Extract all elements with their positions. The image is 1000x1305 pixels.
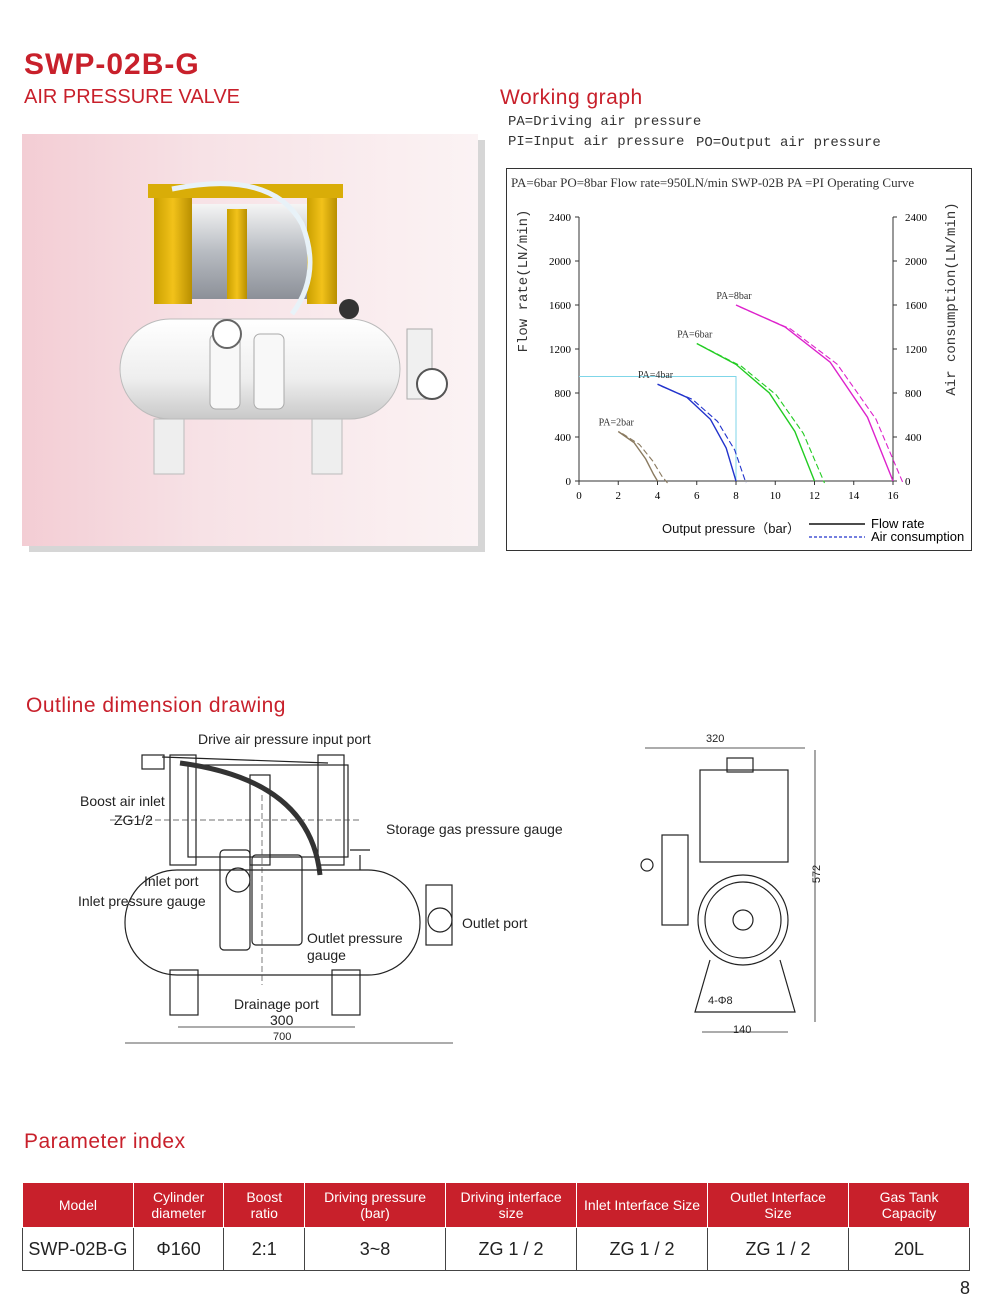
dim-300: 300 (270, 1012, 294, 1028)
x-tick-label: 16 (888, 490, 900, 502)
chart-title: PA=6bar PO=8bar Flow rate=950LN/min SWP-… (511, 175, 914, 190)
y-tick-label: 400 (555, 432, 572, 444)
cell-model: SWP-02B-G (22, 1227, 134, 1271)
x-tick-label: 0 (576, 490, 582, 502)
legend-line-po: PO=Output air pressure (696, 135, 881, 151)
label-outlet-gauge-2: gauge (307, 947, 346, 963)
series-dashed-line (739, 306, 904, 484)
x-tick-label: 12 (809, 490, 820, 502)
series-label: PA=4bar (638, 370, 674, 381)
dim-572: 572 (811, 864, 824, 884)
legend-line-pi: PI=Input air pressure (508, 134, 685, 150)
series-line (735, 304, 894, 482)
cell-boost: 2:1 (223, 1227, 306, 1271)
x-tick-label: 4 (655, 490, 661, 502)
label-drainage: Drainage port (234, 996, 319, 1012)
header-model: Model (22, 1182, 134, 1228)
series-label: PA=6bar (677, 330, 713, 341)
x-tick-label: 6 (694, 490, 700, 502)
label-storage-gauge: Storage gas pressure gauge (386, 821, 563, 837)
dim-hole: 4-Φ8 (708, 995, 733, 1007)
model-title: SWP-02B-G (24, 48, 200, 81)
x-tick-label: 8 (733, 490, 739, 502)
y2-tick-label: 800 (905, 388, 922, 400)
highlight-line (579, 376, 737, 481)
operating-curve-chart: PA=6bar PO=8bar Flow rate=950LN/min SWP-… (506, 168, 972, 551)
label-outlet-gauge: Outlet pressure (307, 930, 403, 946)
y-tick-label: 1600 (549, 300, 572, 312)
label-outlet-port: Outlet port (462, 915, 528, 931)
page-number: 8 (959, 1278, 970, 1298)
product-photo (22, 134, 478, 546)
y-tick-label: 2400 (549, 212, 572, 224)
table-row: SWP-02B-G Φ160 2:1 3~8 ZG 1 / 2 ZG 1 / 2… (22, 1227, 970, 1271)
label-inlet-gauge: Inlet pressure gauge (78, 893, 206, 909)
chart-xlabel: Output pressure（bar） (662, 521, 800, 536)
series-dashed-line (621, 433, 668, 484)
series-line (696, 342, 816, 482)
label-zg: ZG1/2 (114, 812, 153, 828)
dim-140: 140 (733, 1024, 752, 1036)
header-driving-pressure: Driving pressure(bar) (304, 1182, 447, 1228)
series-label: PA=8bar (716, 291, 752, 302)
front-view-drawing (640, 747, 816, 1033)
y2-tick-label: 1200 (905, 344, 928, 356)
y2-tick-label: 2400 (905, 212, 928, 224)
y-tick-label: 800 (555, 388, 572, 400)
cell-inlet-interface: ZG 1 / 2 (576, 1227, 709, 1271)
y2-tick-label: 1600 (905, 300, 928, 312)
dim-320: 320 (706, 733, 725, 745)
cell-driving-interface: ZG 1 / 2 (445, 1227, 578, 1271)
cell-driving-pressure: 3~8 (304, 1227, 447, 1271)
product-subtitle: AIR PRESSURE VALVE (24, 86, 240, 108)
y-tick-label: 1200 (549, 344, 572, 356)
x-tick-label: 14 (848, 490, 860, 502)
series-line (617, 430, 659, 482)
product-illustration (119, 181, 448, 475)
params-title: Parameter index (24, 1130, 186, 1153)
series-line (657, 383, 737, 482)
legend-line-pa: PA=Driving air pressure (508, 114, 702, 130)
outline-title: Outline dimension drawing (26, 694, 286, 717)
side-view-drawing (110, 754, 453, 1044)
cell-gas-tank: 20L (848, 1227, 970, 1271)
y2-tick-label: 0 (905, 476, 911, 488)
y-tick-label: 2000 (549, 256, 572, 268)
legend-air-consumption: Air consumption (871, 529, 964, 544)
x-tick-label: 10 (770, 490, 782, 502)
series-label: PA=2bar (599, 418, 635, 429)
label-boost-inlet: Boost air inlet (80, 793, 165, 809)
cell-cylinder: Φ160 (132, 1227, 225, 1271)
header-inlet-interface: Inlet Interface Size (576, 1182, 709, 1228)
working-graph-title: Working graph (500, 86, 643, 109)
cell-outlet-interface: ZG 1 / 2 (707, 1227, 850, 1271)
dim-700: 700 (273, 1031, 292, 1043)
label-drive-port: Drive air pressure input port (198, 731, 371, 747)
series-dashed-line (700, 345, 826, 484)
label-inlet-port: Inlet port (144, 873, 199, 889)
y2-tick-label: 2000 (905, 256, 928, 268)
chart-svg: PA=6bar PO=8bar Flow rate=950LN/min SWP-… (511, 175, 964, 544)
series-dashed-line (661, 385, 747, 484)
x-tick-label: 2 (616, 490, 622, 502)
chart-y2label: Air consumption(LN/min) (944, 202, 960, 395)
legend-flow-rate: Flow rate (871, 516, 924, 531)
y2-tick-label: 400 (905, 432, 922, 444)
chart-ylabel: Flow rate(LN/min) (516, 210, 532, 353)
y-tick-label: 0 (566, 476, 572, 488)
